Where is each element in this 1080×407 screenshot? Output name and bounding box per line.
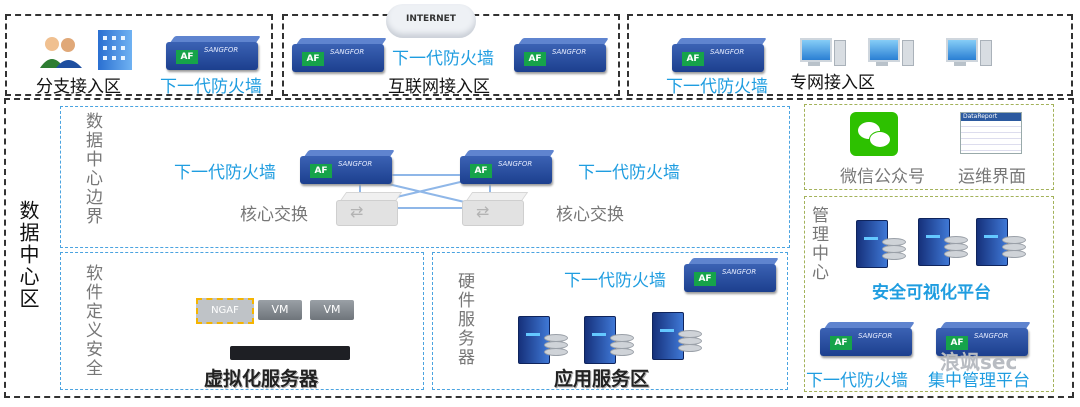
ops-zone [804, 104, 1054, 190]
central-mgmt-label: 集中管理平台 [928, 371, 1030, 391]
border-firewall-left-label: 下一代防火墙 [174, 163, 276, 183]
branch-zone [5, 14, 273, 96]
core-switch-left-label: 核心交换 [240, 205, 308, 225]
internet-firewall-label: 下一代防火墙 [392, 49, 494, 69]
wechat-label: 微信公众号 [840, 167, 925, 187]
ops-label: 运维界面 [958, 167, 1026, 187]
rack-server-icon [230, 346, 350, 360]
watermark: 浪飒sec [940, 350, 1018, 374]
internet-cloud-icon: INTERNET [386, 4, 476, 38]
private-zone [627, 14, 1073, 96]
mgmt-firewall-label: 下一代防火墙 [806, 371, 908, 391]
hw-firewall-label: 下一代防火墙 [564, 271, 666, 291]
private-zone-label: 专网接入区 [790, 73, 875, 93]
internet-zone-label: 互联网接入区 [388, 77, 490, 97]
private-firewall-label: 下一代防火墙 [666, 77, 768, 97]
mgmt-zone [804, 196, 1054, 392]
datacenter-label: 数据中心区 [16, 200, 40, 310]
border-zone-label: 数据中心边界 [82, 112, 102, 226]
branch-zone-label: 分支接入区 [36, 77, 121, 97]
data-report-icon: DataReport [960, 112, 1022, 154]
hw-zone-label: 硬件服务器 [454, 272, 474, 367]
datacenter-zone [4, 98, 1074, 398]
virtualization-server-label: 虚拟化服务器 [204, 368, 319, 390]
users-icon [38, 34, 84, 74]
border-firewall-right-label: 下一代防火墙 [578, 163, 680, 183]
core-switch-right-label: 核心交换 [556, 205, 624, 225]
branch-firewall-label: 下一代防火墙 [160, 77, 262, 97]
vm-icon: VM [310, 300, 354, 320]
sdsec-zone [60, 252, 424, 390]
wechat-icon [850, 112, 898, 156]
switch-icon: ⇄ [462, 192, 529, 226]
vm-icon: VM [258, 300, 302, 320]
building-icon [98, 30, 132, 70]
border-zone [60, 106, 790, 248]
visual-platform-label: 安全可视化平台 [872, 283, 991, 303]
mgmt-zone-label: 管理中心 [808, 206, 828, 282]
app-zone-label: 应用服务区 [554, 368, 650, 390]
ngaf-icon: NGAF [196, 298, 254, 324]
hw-zone [432, 252, 788, 390]
sdsec-zone-label: 软件定义安全 [82, 264, 102, 378]
switch-icon: ⇄ [336, 192, 403, 226]
